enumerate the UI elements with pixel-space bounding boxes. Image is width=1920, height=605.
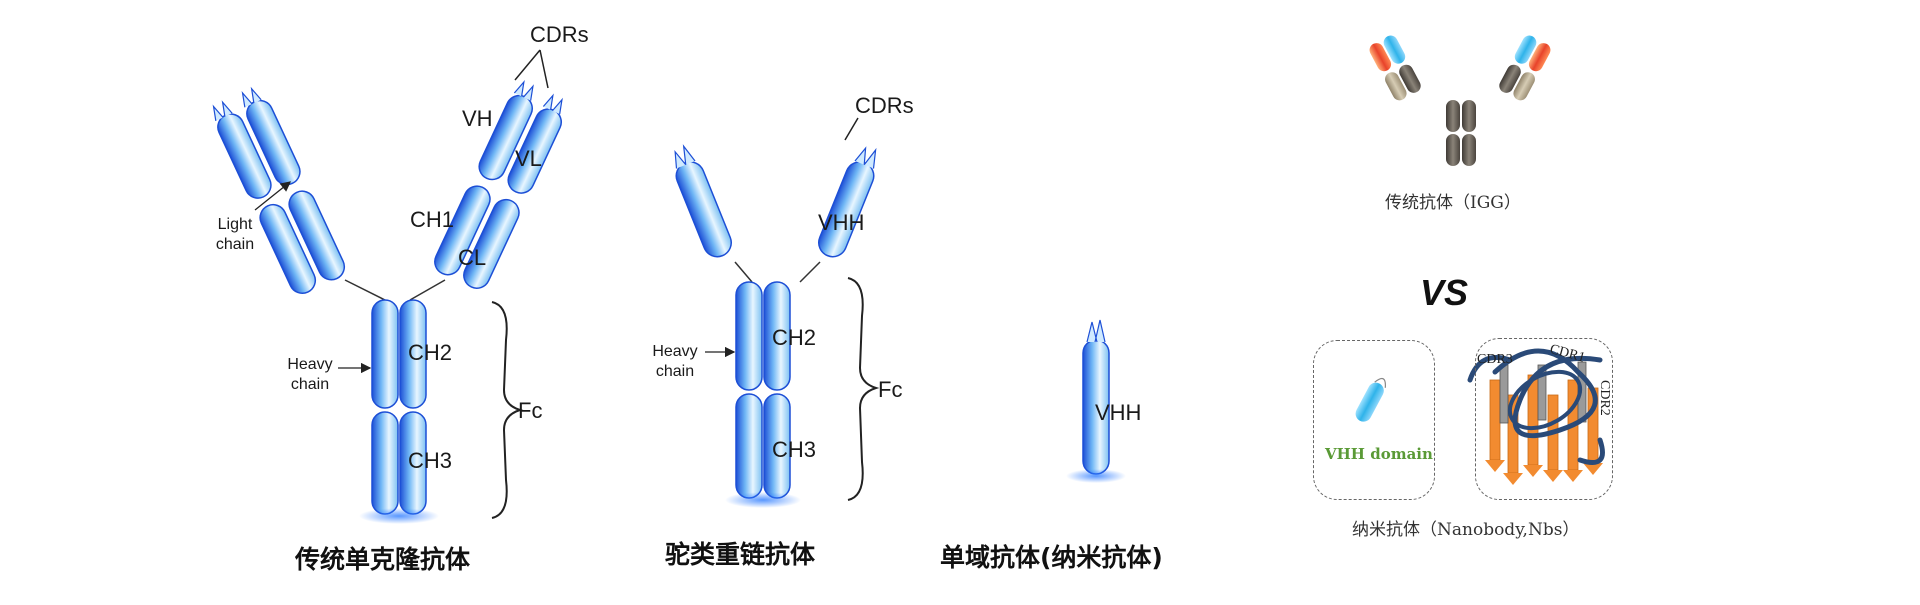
nanobody-caption: 单域抗体(纳米抗体) [940,543,1163,572]
hcab-caption: 驼类重链抗体 [665,540,816,569]
igg-vl-label: VL [515,146,542,171]
hc-ch2-right [763,281,791,391]
nanobody-structure-panel [1475,338,1613,500]
nanobody-ribbon [1467,348,1605,485]
igg-icon [1369,35,1551,166]
hc-ch2-left [735,281,763,391]
hcab-structure [674,117,880,508]
igg-structure [212,49,563,524]
ch2-right [399,299,427,409]
cdr2-label: CDR2 [1597,380,1612,416]
igg-cl-label: CL [458,245,487,270]
ch2-left [371,299,399,409]
vhh-left [674,144,732,258]
igg-ch3-label: CH3 [408,448,453,473]
cdr3-label: CDR3 [1477,352,1513,367]
igg-fc-label: Fc [518,398,543,423]
light-chain-label: Light chain [215,216,255,253]
left-fab-arm [212,86,346,295]
vs-label: VS [1420,272,1469,313]
igg-cdrs-label: CDRs [530,22,589,47]
vhh-domain-label: VHH domain [1325,445,1433,463]
hcab-heavy-chain-label: Heavy chain [652,343,698,380]
vhh-domain-icon [1355,377,1386,422]
hc-ch3-left [735,393,763,499]
nanobody-structure [1066,319,1126,483]
hcab-cdrs-label: CDRs [855,93,914,118]
hcab-ch2-label: CH2 [772,325,817,350]
igg-icon-caption: 传统抗体（IGG） [1385,193,1521,213]
right-fab-arm [434,79,563,289]
hcab-ch3-label: CH3 [772,437,817,462]
igg-ch1-label: CH1 [410,207,455,232]
hcab-fc-label: Fc [878,377,903,402]
vhh-domain-panel [1313,340,1435,500]
ch3-left [371,411,399,515]
igg-ch2-label: CH2 [408,340,453,365]
hcab-vhh-label: VHH [818,210,865,235]
nanobody-vhh-label: VHH [1095,400,1142,425]
igg-caption: 传统单克隆抗体 [295,545,471,574]
igg-heavy-chain-label: Heavy chain [287,356,333,393]
vhh-right [818,146,877,258]
nanobody-icon-caption: 纳米抗体（Nanobody,Nbs） [1352,520,1580,540]
igg-vh-label: VH [462,106,493,131]
